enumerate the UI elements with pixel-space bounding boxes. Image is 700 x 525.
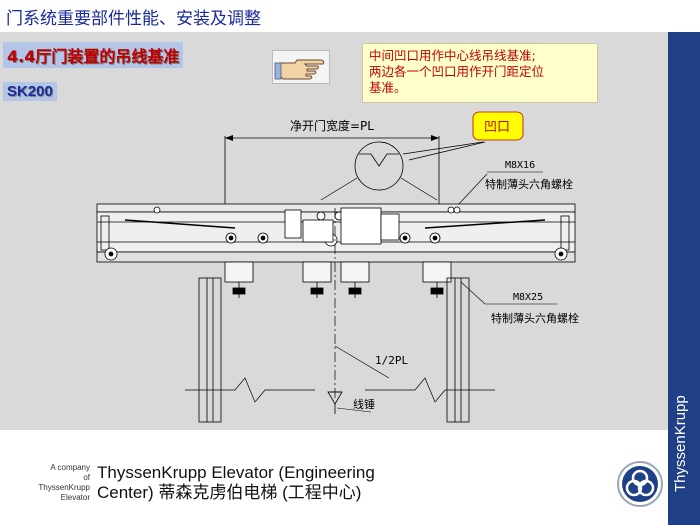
company-name-line-1: ThyssenKrupp Elevator (Engineering bbox=[97, 463, 375, 482]
callout-label: 凹口 bbox=[484, 120, 510, 135]
note-line-1: 中间凹口用作中心线吊线基准; bbox=[369, 48, 536, 63]
width-label: 净开门宽度=PL bbox=[290, 118, 374, 133]
pointing-hand-icon bbox=[272, 50, 330, 84]
thyssenkrupp-logo-icon bbox=[617, 461, 663, 507]
plumb-label: 线锤 bbox=[353, 397, 375, 411]
notch-callout: 凹口 bbox=[402, 111, 524, 161]
half-width-label: 1/2PL bbox=[375, 354, 408, 367]
tagline-line-1: A company bbox=[50, 463, 90, 472]
company-name: ThyssenKrupp Elevator (Engineering Cente… bbox=[97, 463, 375, 503]
note-line-2: 两边各一个凹口用作开门距定位 bbox=[369, 64, 545, 79]
company-name-line-2: Center) 蒂森克虏伯电梯 (工程中心) bbox=[97, 483, 362, 502]
tagline-line-2: of ThyssenKrupp bbox=[38, 473, 90, 492]
note-line-3: 基准。 bbox=[369, 80, 407, 95]
door-hanger-beam bbox=[96, 203, 576, 263]
bolt-bottom-name: 特制薄头六角螺栓 bbox=[491, 311, 579, 325]
company-tagline: A company of ThyssenKrupp Elevator bbox=[36, 463, 90, 503]
section-label: 4.4厅门装置的吊线基准 bbox=[3, 42, 184, 68]
brand-side-bar bbox=[668, 32, 700, 525]
hanger-blocks bbox=[224, 261, 452, 298]
rollers bbox=[104, 206, 568, 261]
bolt-bottom-spec: M8X25 bbox=[513, 292, 543, 303]
brand-side-text: ThyssenKrupp bbox=[672, 395, 689, 492]
bolt-top-spec: M8X16 bbox=[505, 160, 535, 171]
plumb-bob-icon bbox=[327, 391, 343, 414]
page-title: 门系统重要部件性能、安装及调整 bbox=[6, 9, 261, 29]
door-hanger-drawing: 凹口 净开门宽度=PL M8X16 特制薄头六角螺栓 bbox=[96, 111, 579, 423]
note-box: 中间凹口用作中心线吊线基准; 两边各一个凹口用作开门距定位 基准。 bbox=[362, 43, 598, 103]
bolt-top-name: 特制薄头六角螺栓 bbox=[485, 177, 573, 191]
door-panels bbox=[198, 277, 470, 423]
model-label: SK200 bbox=[3, 82, 57, 101]
tagline-line-3: Elevator bbox=[60, 493, 90, 502]
